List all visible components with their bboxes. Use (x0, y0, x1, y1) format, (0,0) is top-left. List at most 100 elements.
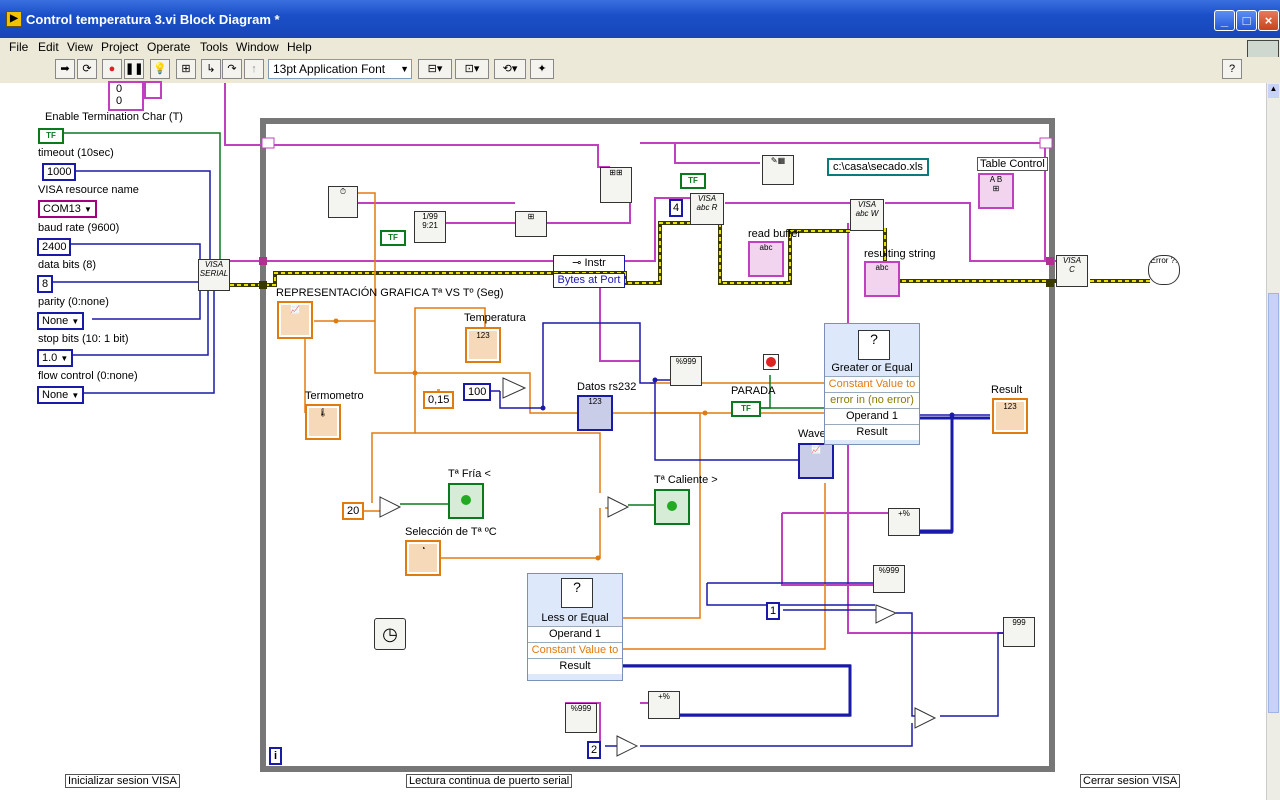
init-array-constant[interactable]: 0 0 (108, 81, 144, 111)
waveform-chart-terminal[interactable]: 📈 (277, 301, 313, 339)
menu-view[interactable]: View (67, 40, 93, 54)
highlight-execution-icon[interactable]: 💡 (150, 59, 170, 79)
constant-015[interactable]: 0,15 (423, 391, 455, 409)
vertical-scrollbar[interactable]: ▲ (1266, 83, 1280, 800)
run-arrow-icon[interactable]: ➡ (55, 59, 75, 79)
window-title: Control temperatura 3.vi Block Diagram * (26, 12, 280, 27)
lte-result[interactable]: Result (528, 658, 622, 674)
maximize-button[interactable]: □ (1236, 10, 1257, 31)
flow-control-constant[interactable]: None ▼ (37, 386, 85, 404)
tunnel-right-error (1046, 279, 1054, 287)
number-to-string-2-icon[interactable]: +% (648, 691, 680, 719)
wait-timer-icon[interactable]: ◷ (374, 618, 406, 650)
parity-constant[interactable]: None ▼ (37, 312, 85, 330)
pause-icon[interactable]: ❚❚ (124, 59, 144, 79)
temperatura-indicator[interactable]: 123 (465, 327, 501, 363)
parada-terminal[interactable]: TF (731, 401, 761, 417)
greater-or-equal-express-vi[interactable]: ? Greater or Equal Constant Value to err… (824, 323, 920, 445)
distribute-objects-icon[interactable]: ⊡▾ (455, 59, 489, 79)
visa-read-count-constant[interactable]: 4 (669, 199, 684, 217)
font-selector[interactable]: 13pt Application Font▼ (268, 59, 412, 79)
gte-constant-value[interactable]: Constant Value to (825, 376, 919, 392)
stop-bits-constant[interactable]: 1.0 ▼ (37, 349, 74, 367)
menu-project[interactable]: Project (101, 40, 139, 54)
less-or-equal-express-vi[interactable]: ? Less or Equal Operand 1 Constant Value… (527, 573, 623, 681)
resulting-string-indicator[interactable]: abc (864, 261, 900, 297)
number-to-string-icon[interactable]: +% (888, 508, 920, 536)
menu-window[interactable]: Window (236, 40, 279, 54)
tcaliente-led[interactable] (654, 489, 690, 525)
simple-error-handler-icon[interactable]: Error ?! (1148, 255, 1180, 285)
visa-resource-constant[interactable]: COM13 ▼ (38, 200, 97, 218)
step-over-icon[interactable]: ↷ (222, 59, 242, 79)
table-control-label: Table Control (977, 157, 1048, 171)
datos-rs232-indicator[interactable]: 123 (577, 395, 613, 431)
menu-edit[interactable]: Edit (38, 40, 59, 54)
abort-icon[interactable]: ● (102, 59, 122, 79)
data-bits-constant[interactable]: 8 (37, 275, 54, 293)
lte-operand-1[interactable]: Operand 1 (528, 626, 622, 642)
run-continuously-icon[interactable]: ⟳ (77, 59, 97, 79)
table-control-terminal[interactable]: A B⊞ (978, 173, 1014, 209)
constant-20[interactable]: 20 (342, 502, 365, 520)
scan-from-string-3-icon[interactable]: %999 (565, 703, 597, 733)
timeout-constant[interactable]: 1000 (42, 163, 77, 181)
scan-from-string-icon[interactable]: %999 (670, 356, 702, 386)
write-spreadsheet-icon[interactable]: ✎▦ (762, 155, 794, 185)
gte-error-in[interactable]: error in (no error) (825, 392, 919, 408)
menu-file[interactable]: File (9, 40, 29, 54)
retain-wire-values-icon[interactable]: ⊞ (176, 59, 196, 79)
step-out-icon[interactable]: ↑ (244, 59, 264, 79)
true-constant[interactable]: TF (380, 230, 406, 246)
align-objects-icon[interactable]: ⊟▾ (418, 59, 452, 79)
menu-operate[interactable]: Operate (147, 40, 191, 54)
constant-2[interactable]: 2 (587, 741, 602, 759)
minimize-button[interactable]: _ (1214, 10, 1235, 31)
property-node-instr[interactable]: ⊸ Instr (553, 255, 625, 272)
scroll-up-arrow-icon[interactable]: ▲ (1268, 84, 1279, 98)
bool-wires (62, 132, 825, 506)
file-path-constant[interactable]: c:\casa\secado.xls (827, 158, 929, 176)
block-diagram-canvas[interactable]: 0 0 Enable Termination Char (T) TF timeo… (0, 81, 1266, 800)
gte-operand-1[interactable]: Operand 1 (825, 408, 919, 424)
lte-constant-value[interactable]: Constant Value to (528, 642, 622, 658)
gte-result[interactable]: Result (825, 424, 919, 440)
decimal-string-to-number-icon[interactable]: 999 (1003, 617, 1035, 647)
bytes-at-port-property[interactable]: Bytes at Port (553, 273, 625, 288)
reorder-icon[interactable]: ⟲▾ (494, 59, 526, 79)
seleccion-knob-terminal[interactable]: ◔ (405, 540, 441, 576)
loop-iteration-terminal[interactable]: i (269, 747, 283, 765)
step-into-icon[interactable]: ↳ (201, 59, 221, 79)
temperatura-label: Temperatura (464, 312, 526, 324)
termometro-indicator[interactable]: 🌡 (305, 404, 341, 440)
tfria-led[interactable] (448, 483, 484, 519)
enable-termination-constant[interactable]: TF (38, 128, 64, 144)
shift-register-left (261, 137, 275, 149)
append-true-constant[interactable]: TF (680, 173, 706, 189)
read-buffer-indicator[interactable]: abc (748, 241, 784, 277)
elapsed-time-icon[interactable]: ⏱ (328, 186, 358, 218)
comparison-header: ? Less or Equal (528, 574, 622, 626)
scroll-thumb[interactable] (1268, 293, 1279, 713)
wave-chart-terminal[interactable]: 📈 (798, 443, 834, 479)
error-handler-label: Error ?! (1150, 256, 1178, 265)
context-help-icon[interactable]: ? (1222, 59, 1242, 79)
clean-up-diagram-icon[interactable]: ✦ (530, 59, 554, 79)
build-array-icon[interactable]: ⊞ (515, 211, 547, 237)
insert-into-array-icon[interactable]: ⊞⊞ (600, 167, 632, 203)
constant-100[interactable]: 100 (463, 383, 492, 401)
stop-button-terminal[interactable] (763, 354, 779, 370)
baud-rate-constant[interactable]: 2400 (37, 238, 72, 256)
constant-1[interactable]: 1 (766, 602, 781, 620)
menu-tools[interactable]: Tools (200, 40, 229, 54)
string-constant[interactable] (144, 81, 162, 99)
close-button[interactable]: × (1258, 10, 1279, 31)
menu-help[interactable]: Help (287, 40, 312, 54)
result-indicator[interactable]: 123 (992, 398, 1028, 434)
scan-from-string-2-icon[interactable]: %999 (873, 565, 905, 593)
